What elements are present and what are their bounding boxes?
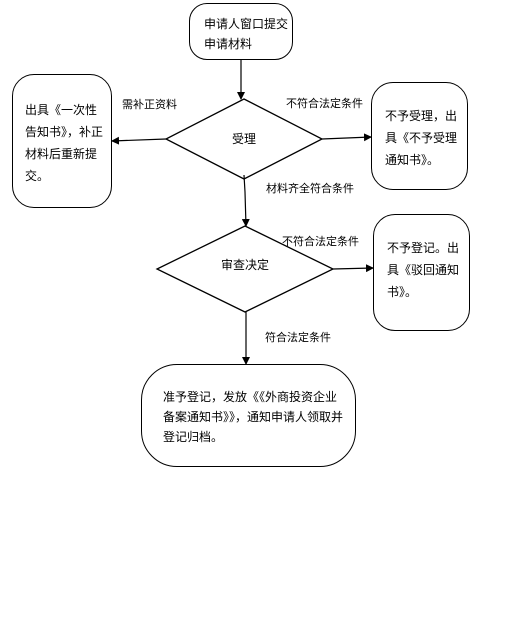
reject-accept-node: 不予受理，出具《不予受理通知书》。 (371, 82, 468, 190)
start-node: 申请人窗口提交申请材料 (189, 3, 293, 60)
reject-register-node-text: 不予登记。出具《驳回通知书》。 (387, 241, 460, 299)
start-node-text: 申请人窗口提交申请材料 (204, 17, 289, 51)
edge-label-need-supplement: 需补正资料 (122, 98, 177, 111)
edge-label-meet: 符合法定条件 (265, 331, 331, 344)
edge-label-not-meet-1: 不符合法定条件 (286, 97, 363, 110)
edge-label-not-meet-2: 不符合法定条件 (282, 235, 359, 248)
supplement-node-text: 出具《一次性告知书》，补正材料后重新提交。 (25, 103, 104, 183)
supplement-node: 出具《一次性告知书》，补正材料后重新提交。 (12, 74, 112, 208)
reject-register-node: 不予登记。出具《驳回通知书》。 (373, 214, 470, 331)
arrow-accept-to-supplement (111, 136, 167, 145)
accept-decision-label: 受理 (232, 132, 257, 146)
reject-accept-node-text: 不予受理，出具《不予受理通知书》。 (385, 109, 458, 167)
review-decision-label: 审查决定 (221, 258, 270, 272)
edge-label-complete: 材料齐全符合条件 (266, 182, 354, 195)
arrow-review-to-reject (332, 264, 374, 273)
approve-node: 准予登记，发放《《外商投资企业备案通知书》》，通知申请人领取并登记归档。 (141, 364, 356, 467)
arrow-accept-to-reject (321, 133, 372, 142)
approve-node-text: 准予登记，发放《《外商投资企业备案通知书》》，通知申请人领取并登记归档。 (163, 390, 344, 444)
arrow-accept-to-review (241, 174, 250, 227)
review-diamond (155, 225, 335, 313)
